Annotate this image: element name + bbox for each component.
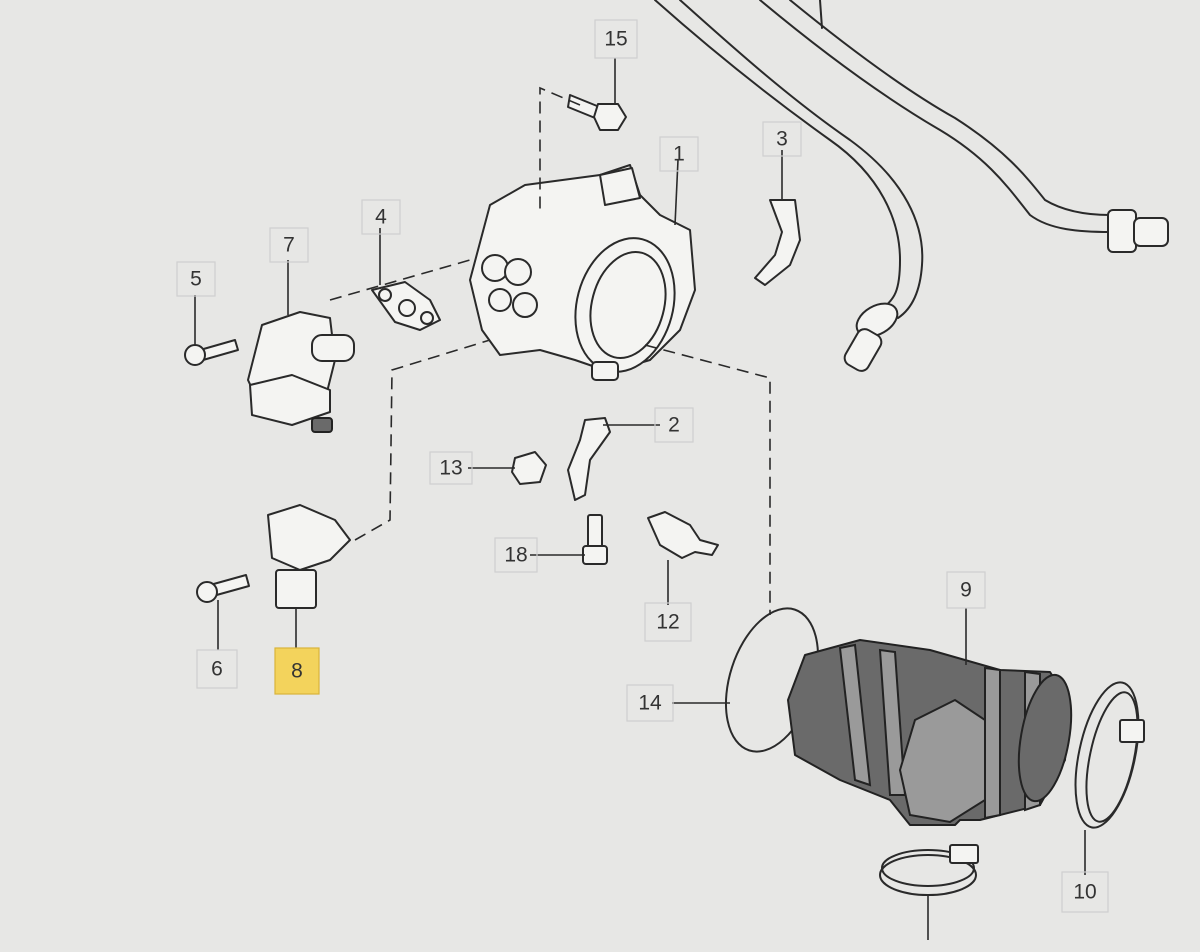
clamp-10 (1074, 681, 1145, 829)
bracket-2 (567, 417, 611, 501)
callout-14[interactable]: 14 (626, 684, 674, 722)
callout-6[interactable]: 6 (196, 649, 238, 689)
callout-9[interactable]: 9 (946, 571, 986, 609)
callout-label: 8 (291, 660, 303, 683)
callout-label: 18 (504, 544, 527, 567)
sensor-12 (647, 511, 719, 559)
vacuum-pipes (654, 0, 1169, 372)
callout-label: 12 (656, 611, 679, 634)
callout-label: 5 (190, 268, 202, 291)
intake-hose-9 (787, 639, 1073, 826)
bolt-5 (184, 339, 239, 366)
callout-label: 3 (776, 128, 788, 151)
bolt-6 (196, 574, 250, 603)
gasket-4 (371, 281, 441, 331)
callout-1[interactable]: 1 (659, 136, 699, 172)
callout-label: 2 (668, 414, 680, 437)
assembly-dashed-lines (329, 86, 771, 615)
clip-3 (754, 199, 801, 286)
callout-2[interactable]: 2 (654, 407, 694, 443)
callout-18[interactable]: 18 (494, 537, 538, 573)
callout-10[interactable]: 10 (1061, 871, 1109, 913)
callout-label: 14 (638, 692, 662, 715)
screw-18 (582, 514, 608, 565)
callout-label: 6 (211, 658, 223, 681)
callout-label: 15 (604, 28, 627, 51)
callout-label: 7 (283, 234, 295, 257)
callout-label: 4 (375, 206, 387, 229)
callout-4[interactable]: 4 (361, 199, 401, 235)
nut-13 (511, 451, 547, 485)
callout-15[interactable]: 15 (594, 19, 638, 59)
idle-valve-7 (247, 311, 355, 433)
callout-3[interactable]: 3 (762, 121, 802, 157)
callout-5[interactable]: 5 (176, 261, 216, 297)
callout-12[interactable]: 12 (644, 602, 692, 642)
callout-label: 1 (673, 143, 685, 166)
bolt-15 (567, 94, 627, 131)
leader-lines (194, 58, 1086, 940)
clamp-11 (879, 844, 979, 896)
callout-label: 9 (960, 579, 972, 602)
throttle-body (469, 164, 696, 381)
sensor-8 (267, 504, 351, 609)
callout-7[interactable]: 7 (269, 227, 309, 263)
callout-label: 10 (1073, 881, 1096, 904)
callout-8[interactable]: 8 (274, 647, 320, 695)
callout-label: 13 (439, 457, 462, 480)
callout-13[interactable]: 13 (429, 451, 473, 485)
